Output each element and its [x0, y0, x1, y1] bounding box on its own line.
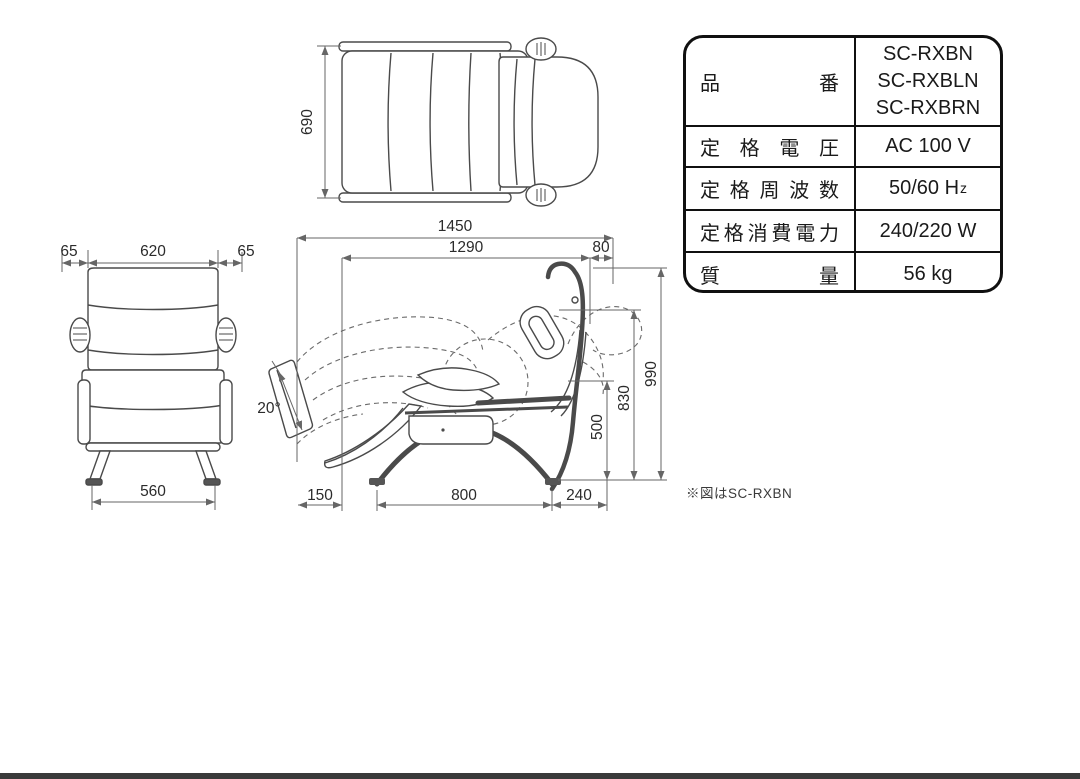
figure-note: ※図はSC-RXBN [686, 486, 793, 501]
spec-label-rated-frequency: 定格周波数 [686, 166, 856, 209]
dim-headrest-overhang-label: 80 [592, 239, 610, 256]
side-speaker-icon [215, 317, 237, 353]
back-frame [545, 261, 586, 492]
angle-indicator-line [278, 371, 303, 431]
spec-label-rated-power: 定格消費電力 [686, 209, 856, 251]
dim-margin-right-label: 65 [237, 243, 254, 260]
dim-base-span-label: 800 [451, 487, 477, 504]
dim-rear-offset-label: 240 [566, 487, 592, 504]
chair-top-outline [338, 37, 599, 207]
dim-margin-left-label: 65 [60, 243, 77, 260]
top-view-dimension-lines [317, 45, 341, 199]
dim-front-offset-label: 150 [307, 487, 333, 504]
dim-footrest-angle-label: 20° [257, 400, 280, 417]
chair-front-outline [69, 267, 237, 486]
armrest-right [219, 379, 233, 445]
headrest-speaker-icon [525, 183, 557, 207]
spec-value-product-number: SC-RXBN SC-RXBLN SC-RXBRN [856, 38, 1000, 125]
spec-value-rated-voltage: AC 100 V [856, 125, 1000, 166]
spec-label-product-number: 品番 [686, 38, 856, 125]
side-view-dimension-lines [271, 234, 667, 511]
armrest-bar [475, 395, 572, 406]
chair-side-view-drawing: 1450 1290 80 990 830 500 150 800 240 20° [257, 218, 667, 511]
product-model: SC-RXBLN [877, 70, 979, 92]
spec-label-mass: 質量 [686, 251, 856, 290]
dim-recline-length-label: 1290 [449, 239, 484, 256]
product-model: SC-RXBRN [875, 97, 981, 119]
chair-top-view-drawing: 690 [299, 37, 599, 207]
seat-base-box [408, 415, 494, 445]
headrest-pad [519, 305, 565, 360]
spec-value-rated-power: 240/220 W [856, 209, 1000, 251]
dim-depth-label: 690 [299, 109, 316, 135]
chair-front-view-drawing: 65 620 65 560 [60, 243, 255, 510]
spec-label-rated-voltage: 定格電圧 [686, 125, 856, 166]
dim-height-total-label: 990 [643, 361, 660, 387]
side-speaker-icon [69, 317, 91, 353]
front-view-dimension-lines [61, 250, 243, 510]
chair-side-outline [268, 261, 587, 492]
spec-table: 品番 SC-RXBN SC-RXBLN SC-RXBRN 定格電圧 AC 100… [683, 35, 1003, 293]
headrest-speaker-icon [525, 37, 557, 61]
dim-total-length-label: 1450 [438, 218, 473, 235]
armrest-left [77, 379, 91, 445]
dim-height-headrest-label: 830 [616, 385, 633, 411]
bottom-border-bar [0, 773, 1080, 779]
dim-height-armrest-label: 500 [589, 414, 606, 440]
dim-leg-span-label: 560 [140, 483, 166, 500]
product-model: SC-RXBN [882, 43, 973, 65]
leg-right [195, 450, 217, 480]
leg-left [89, 450, 111, 480]
dim-body-width-label: 620 [140, 243, 166, 260]
footrest-flap [268, 359, 314, 439]
spec-value-mass: 56 kg [856, 251, 1000, 290]
